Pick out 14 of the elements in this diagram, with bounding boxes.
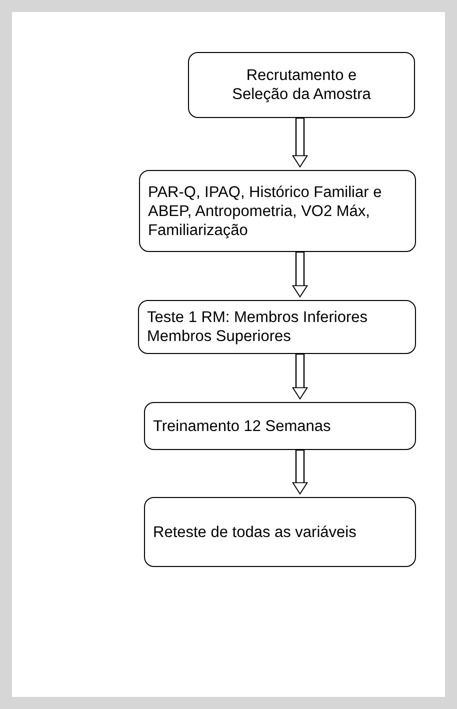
step-text: Recrutamento e Seleção da Amostra	[231, 66, 372, 104]
process-box	[144, 497, 416, 567]
step-text: PAR-Q, IPAQ, Histórico Familiar e ABEP, Antropometria, VO2 Máx, Familiarização	[148, 182, 383, 240]
process-box	[144, 402, 416, 450]
process-box	[188, 52, 415, 118]
hollow-arrow	[292, 117, 308, 168]
step-text: Treinamento 12 Semanas	[153, 416, 331, 436]
step-text: Teste 1 RM: Membros Inferiores Membros Superiores	[147, 308, 369, 346]
step-text: Reteste de todas as variáveis	[153, 522, 356, 542]
hollow-arrow	[292, 251, 308, 298]
process-box	[139, 170, 416, 252]
process-box	[138, 300, 416, 354]
hollow-arrow	[292, 449, 308, 494]
hollow-arrow	[292, 353, 308, 400]
